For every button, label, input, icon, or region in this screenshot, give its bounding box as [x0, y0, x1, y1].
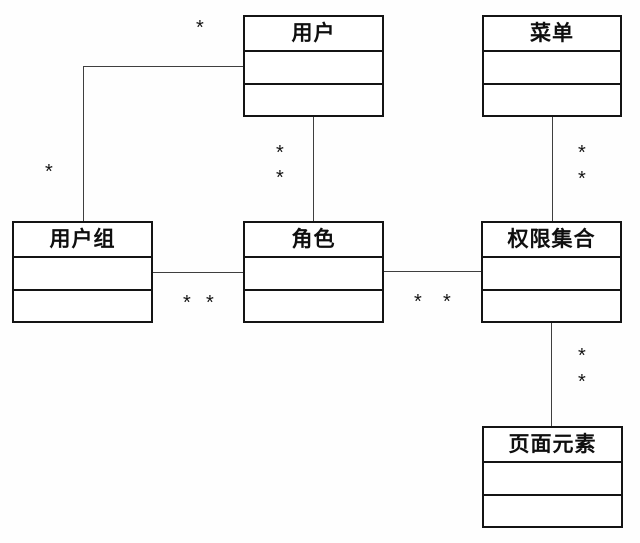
- class-box-permission-set: 权限集合: [481, 221, 622, 323]
- association-menu-permissionset-line: [552, 117, 553, 221]
- multiplicity-role-permissionset-set-end: *: [443, 291, 451, 313]
- multiplicity-user-usergroup-user-end: *: [196, 17, 204, 39]
- operations-compartment-page-element: [484, 496, 621, 526]
- multiplicity-menu-permissionset-set-end: *: [578, 168, 586, 190]
- multiplicity-user-role-role-end: *: [276, 167, 284, 189]
- class-title-user: 用户: [245, 17, 382, 52]
- multiplicity-permissionset-pageelement-set-end: *: [578, 345, 586, 367]
- multiplicity-menu-permissionset-menu-end: *: [578, 142, 586, 164]
- class-title-menu: 菜单: [484, 17, 620, 52]
- multiplicity-user-usergroup-group-end: *: [45, 161, 53, 183]
- association-role-permissionset-line: [384, 271, 481, 272]
- class-box-user: 用户: [243, 15, 384, 117]
- multiplicity-user-role-user-end: *: [276, 142, 284, 164]
- multiplicity-usergroup-role-group-end: *: [183, 292, 191, 314]
- attributes-compartment-user-group: [14, 258, 151, 291]
- operations-compartment-permission-set: [483, 291, 620, 321]
- association-user-usergroup-vertical-segment: [83, 66, 84, 221]
- attributes-compartment-user: [245, 52, 382, 85]
- operations-compartment-menu: [484, 85, 620, 115]
- class-box-role: 角色: [243, 221, 384, 323]
- association-usergroup-role-line: [153, 272, 243, 273]
- class-box-user-group: 用户组: [12, 221, 153, 323]
- attributes-compartment-permission-set: [483, 258, 620, 291]
- attributes-compartment-page-element: [484, 463, 621, 496]
- class-box-menu: 菜单: [482, 15, 622, 117]
- class-title-user-group: 用户组: [14, 223, 151, 258]
- operations-compartment-user-group: [14, 291, 151, 321]
- multiplicity-permissionset-pageelement-element-end: *: [578, 371, 586, 393]
- association-user-usergroup-horizontal-segment: [83, 66, 243, 67]
- class-title-page-element: 页面元素: [484, 428, 621, 463]
- attributes-compartment-role: [245, 258, 382, 291]
- operations-compartment-user: [245, 85, 382, 115]
- class-title-permission-set: 权限集合: [483, 223, 620, 258]
- class-title-role: 角色: [245, 223, 382, 258]
- multiplicity-role-permissionset-role-end: *: [414, 291, 422, 313]
- class-box-page-element: 页面元素: [482, 426, 623, 528]
- operations-compartment-role: [245, 291, 382, 321]
- association-permissionset-pageelement-line: [551, 323, 552, 426]
- multiplicity-usergroup-role-role-end: *: [206, 292, 214, 314]
- attributes-compartment-menu: [484, 52, 620, 85]
- association-user-role-line: [313, 117, 314, 221]
